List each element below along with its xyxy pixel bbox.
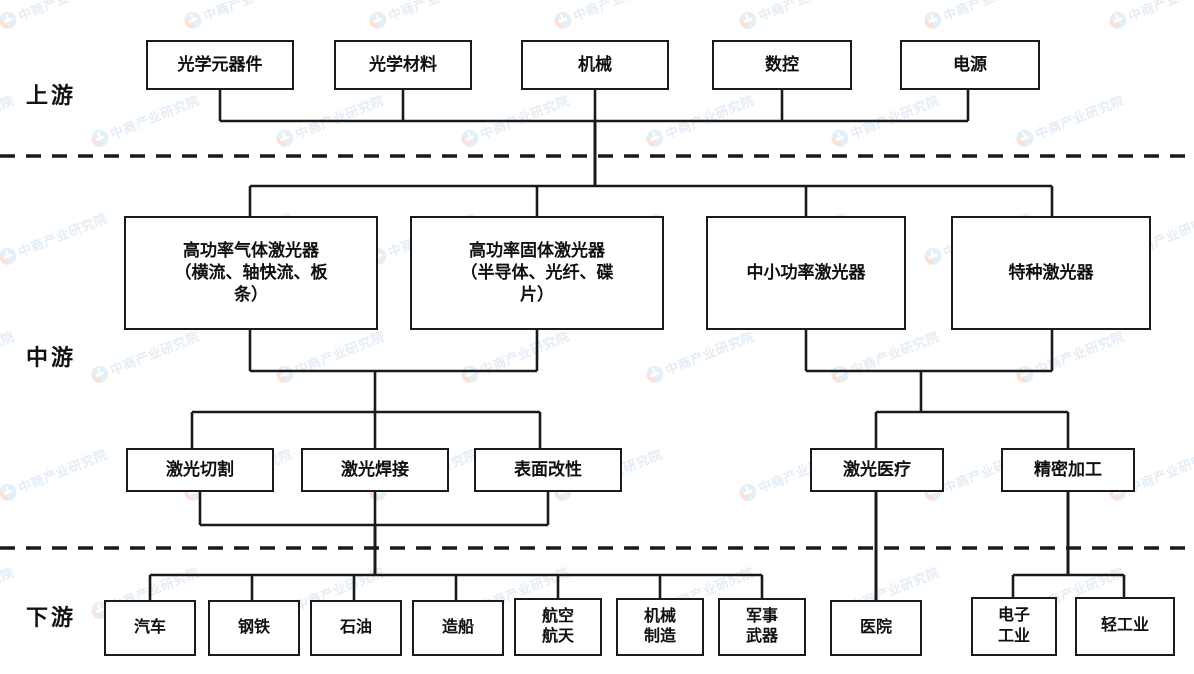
node-label: 光学材料 [369,55,437,75]
node-label-multiline: 汽车 [110,618,190,638]
tier-label-midstream: 中游 [26,345,77,370]
tier-label-upstream: 上游 [26,83,77,108]
node-label-line2: （半导体、光纤、碟 [460,263,614,283]
node-label-multiline: 高功率气体激光器 （横流、轴快流、板 条） [130,240,372,305]
node-shipbuilding[interactable]: 造船 [412,600,504,656]
node-label-line1: 钢铁 [237,618,270,636]
node-label-line1: 石油 [339,618,372,636]
node-special-laser[interactable]: 特种激光器 [951,216,1151,330]
node-label: 特种激光器 [1008,263,1094,283]
node-label-line1: 造船 [441,618,474,636]
node-automobile[interactable]: 汽车 [104,600,196,656]
node-label-line1: 高功率气体激光器 [183,241,319,261]
node-precision-machining[interactable]: 精密加工 [1001,448,1135,492]
node-mechanical[interactable]: 机械 [521,40,669,90]
node-label-line2: （横流、轴快流、板 [174,263,328,283]
node-laser-welding[interactable]: 激光焊接 [301,448,449,492]
node-label-multiline: 钢铁 [214,618,294,638]
node-surface-modification[interactable]: 表面改性 [474,448,622,492]
node-light-industry[interactable]: 轻工业 [1075,597,1175,656]
node-military-weapons[interactable]: 军事 武器 [718,598,806,656]
node-label-multiline: 石油 [316,618,396,638]
node-optical-materials[interactable]: 光学材料 [334,40,472,90]
node-label-line2: 武器 [745,628,778,645]
node-label-multiline: 高功率固体激光器 （半导体、光纤、碟 片） [416,240,658,305]
node-electronics-industry[interactable]: 电子 工业 [971,597,1057,656]
node-label-multiline: 军事 武器 [724,607,800,648]
node-medium-small-power-laser[interactable]: 中小功率激光器 [706,216,906,330]
node-label-multiline: 医院 [836,618,916,638]
node-laser-medical[interactable]: 激光医疗 [810,448,944,492]
node-label-line1: 机械 [643,607,676,625]
node-label: 机械 [578,55,612,75]
node-label-multiline: 造船 [418,618,498,638]
node-aerospace[interactable]: 航空 航天 [514,598,602,656]
node-label: 激光焊接 [341,460,409,480]
node-laser-cutting[interactable]: 激光切割 [126,448,274,492]
node-label-multiline: 轻工业 [1081,616,1169,636]
node-label-line1: 高功率固体激光器 [469,241,605,261]
node-label-line2: 航天 [541,628,574,645]
node-cnc[interactable]: 数控 [712,40,852,90]
node-label-line3: 片） [520,284,554,304]
node-label-line1: 汽车 [133,618,166,636]
node-label: 中小功率激光器 [746,263,866,283]
node-optical-components[interactable]: 光学元器件 [146,40,294,90]
node-machinery-manufacturing[interactable]: 机械 制造 [616,598,704,656]
node-label: 电源 [953,55,987,75]
node-label-multiline: 机械 制造 [622,607,698,648]
node-label-line1: 军事 [745,607,778,625]
node-label-line2: 制造 [643,628,676,645]
node-label: 精密加工 [1034,460,1102,480]
node-label-line1: 医院 [859,618,892,636]
node-label-line1: 轻工业 [1100,617,1149,635]
tier-label-downstream: 下游 [26,605,77,630]
node-label: 数控 [765,55,799,75]
node-label: 光学元器件 [177,55,263,75]
node-hospital[interactable]: 医院 [830,600,922,656]
node-label-line3: 条） [234,284,268,304]
node-steel[interactable]: 钢铁 [208,600,300,656]
node-high-power-solid-laser[interactable]: 高功率固体激光器 （半导体、光纤、碟 片） [410,216,664,330]
node-label: 激光切割 [166,460,234,480]
node-label-multiline: 电子 工业 [977,606,1051,647]
node-label-line1: 航空 [541,607,574,625]
node-label-multiline: 航空 航天 [520,607,596,648]
node-label: 表面改性 [514,460,582,480]
node-label-line1: 电子 [997,607,1030,625]
node-power-supply[interactable]: 电源 [900,40,1040,90]
node-label-line2: 工业 [997,627,1030,645]
node-high-power-gas-laser[interactable]: 高功率气体激光器 （横流、轴快流、板 条） [124,216,378,330]
node-petroleum[interactable]: 石油 [310,600,402,656]
node-label: 激光医疗 [843,460,911,480]
